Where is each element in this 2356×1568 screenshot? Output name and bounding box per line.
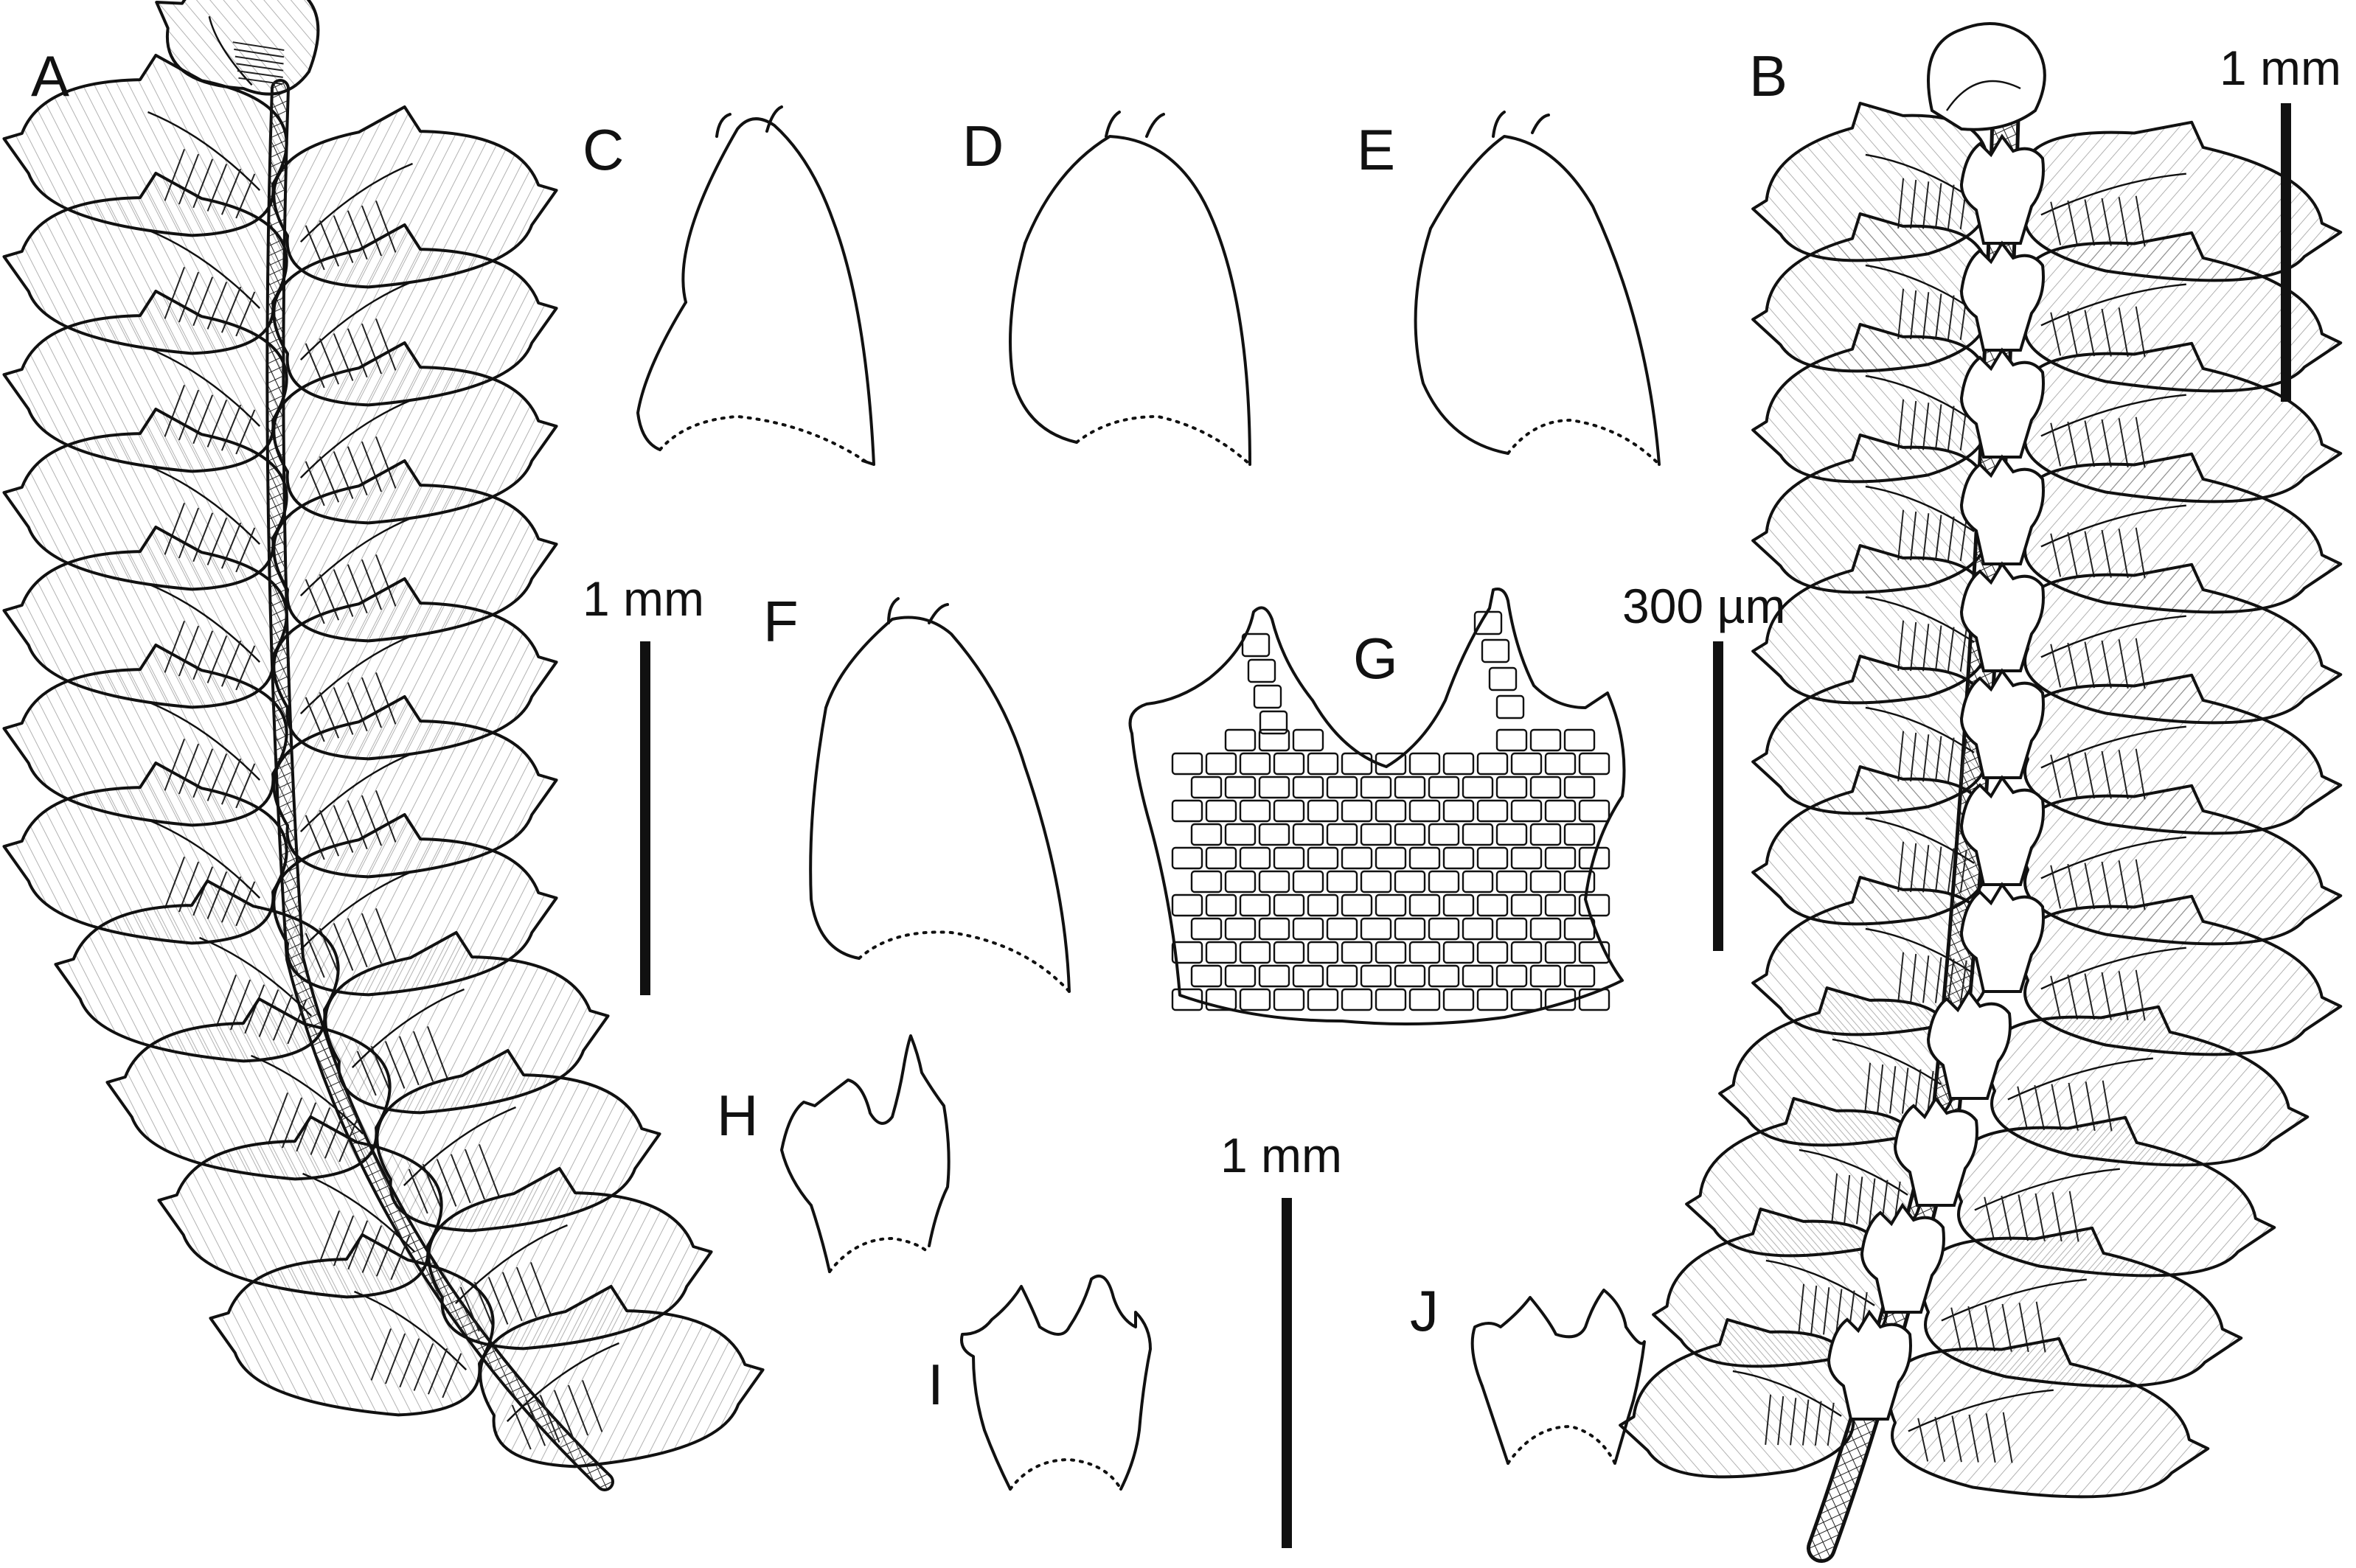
panel-label-j: J	[1410, 1278, 1439, 1343]
shoot-b-leaf-left	[1619, 1318, 1857, 1479]
shoot-drawing-a	[2, 0, 765, 1491]
shoot-a-leaf-right	[479, 1285, 765, 1468]
scale-label-bottom: 1 mm	[1220, 1128, 1342, 1182]
panel-label-b: B	[1749, 43, 1787, 108]
shoot-b-underleaf	[1959, 775, 2045, 886]
panel-label-a: A	[31, 43, 69, 108]
shoot-b-leaf-left	[1751, 212, 1990, 373]
leaf-outline-e	[1414, 111, 1661, 466]
shoot-a-leaf-left	[209, 1233, 495, 1417]
shoot-b-underleaf	[1959, 133, 2045, 245]
panel-label-c: C	[583, 117, 624, 182]
underleaf-outline-h	[780, 1034, 951, 1273]
cell-network-g	[1128, 588, 1626, 1025]
shoot-b-underleaf	[1860, 1202, 1945, 1314]
shoot-b-underleaf	[1893, 1095, 1978, 1207]
panel-label-h: H	[717, 1083, 758, 1148]
shoot-a-leaf-right	[272, 105, 558, 289]
shoot-b-underleaf	[1959, 882, 2045, 993]
panel-label-d: D	[962, 114, 1004, 178]
panel-label-g: G	[1353, 626, 1398, 691]
shoot-b-underleaf	[1959, 240, 2045, 352]
shoot-b-leaf-left	[1751, 655, 1990, 815]
shoot-drawing-b	[1619, 22, 2343, 1563]
shoot-b-apex	[1927, 22, 2046, 131]
shoot-b-underleaf	[1827, 1309, 1912, 1421]
scale-label-top-right: 1 mm	[2220, 41, 2341, 95]
shoot-b-underleaf	[1959, 454, 2045, 565]
shoot-a-leaf-right	[272, 577, 558, 761]
scale-label-middle-left: 1 mm	[583, 571, 704, 626]
shoot-b-leaf-right	[1887, 1337, 2210, 1499]
shoot-b-underleaf	[1959, 668, 2045, 779]
underleaf-outline-j	[1470, 1289, 1646, 1465]
shoot-b-underleaf	[1926, 989, 2012, 1100]
leaf-outline-d	[1009, 111, 1251, 466]
leaf-outline-c	[636, 105, 875, 466]
panel-label-f: F	[763, 589, 799, 654]
panel-label-e: E	[1357, 117, 1395, 182]
leaf-outline-f	[809, 597, 1071, 993]
panel-label-i: I	[928, 1352, 944, 1417]
underleaf-outline-i	[960, 1274, 1152, 1491]
scale-label-middle-right: 300 µm	[1622, 579, 1785, 633]
shoot-b-underleaf	[1959, 347, 2045, 459]
shoot-a-leaf-apex	[155, 0, 320, 96]
shoot-b-underleaf	[1959, 561, 2045, 672]
